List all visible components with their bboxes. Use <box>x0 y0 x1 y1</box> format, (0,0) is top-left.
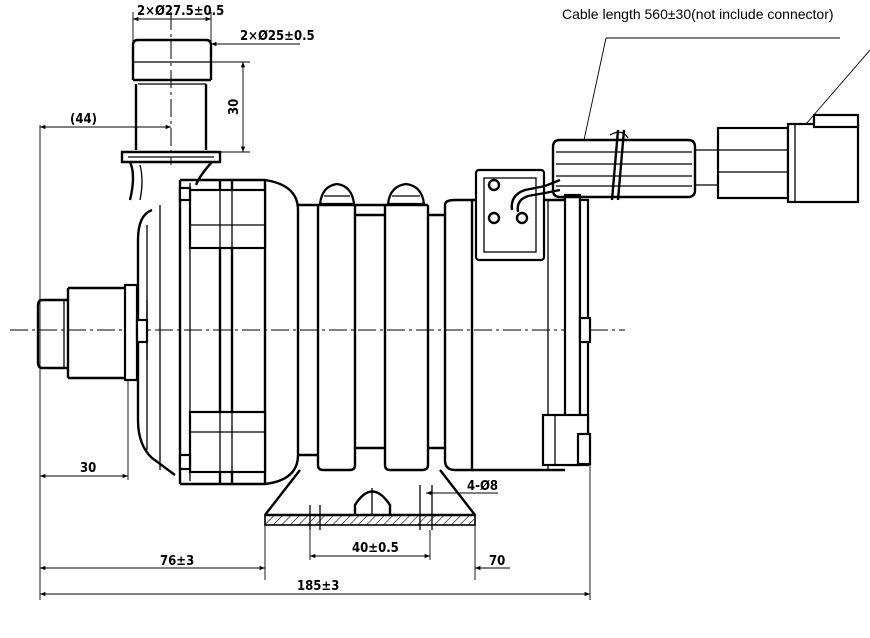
pump-volute <box>136 178 300 486</box>
cable-bundle <box>544 129 718 201</box>
dim-body-to-mount: 76±3 <box>160 554 194 569</box>
dim-mount-width: 70 <box>489 554 505 569</box>
dim-overall-length: 185±3 <box>297 579 339 594</box>
dim-outlet-id: 2×Ø25±0.5 <box>240 29 315 44</box>
outlet-pipe <box>120 38 222 201</box>
dim-hole-spacing: 40±0.5 <box>352 541 399 556</box>
dim-inlet-length: 30 <box>80 461 96 476</box>
dim-outlet-length: 30 <box>227 99 242 115</box>
connector-box <box>474 168 546 262</box>
dimension-labels: 2×Ø27.5±0.5 2×Ø25±0.5 30 (44) 30 4-Ø8 40… <box>70 4 834 594</box>
dim-outlet-od: 2×Ø27.5±0.5 <box>137 4 224 19</box>
dimension-lines <box>39 12 870 600</box>
motor-body <box>298 182 592 472</box>
dim-mount-holes: 4-Ø8 <box>467 479 498 494</box>
dim-outlet-offset: (44) <box>70 112 97 127</box>
cable-connector <box>716 113 860 204</box>
note-cable-length: Cable length 560±30(not include connecto… <box>562 6 834 22</box>
mounting-bracket <box>264 469 476 530</box>
inlet-pipe <box>36 283 149 382</box>
